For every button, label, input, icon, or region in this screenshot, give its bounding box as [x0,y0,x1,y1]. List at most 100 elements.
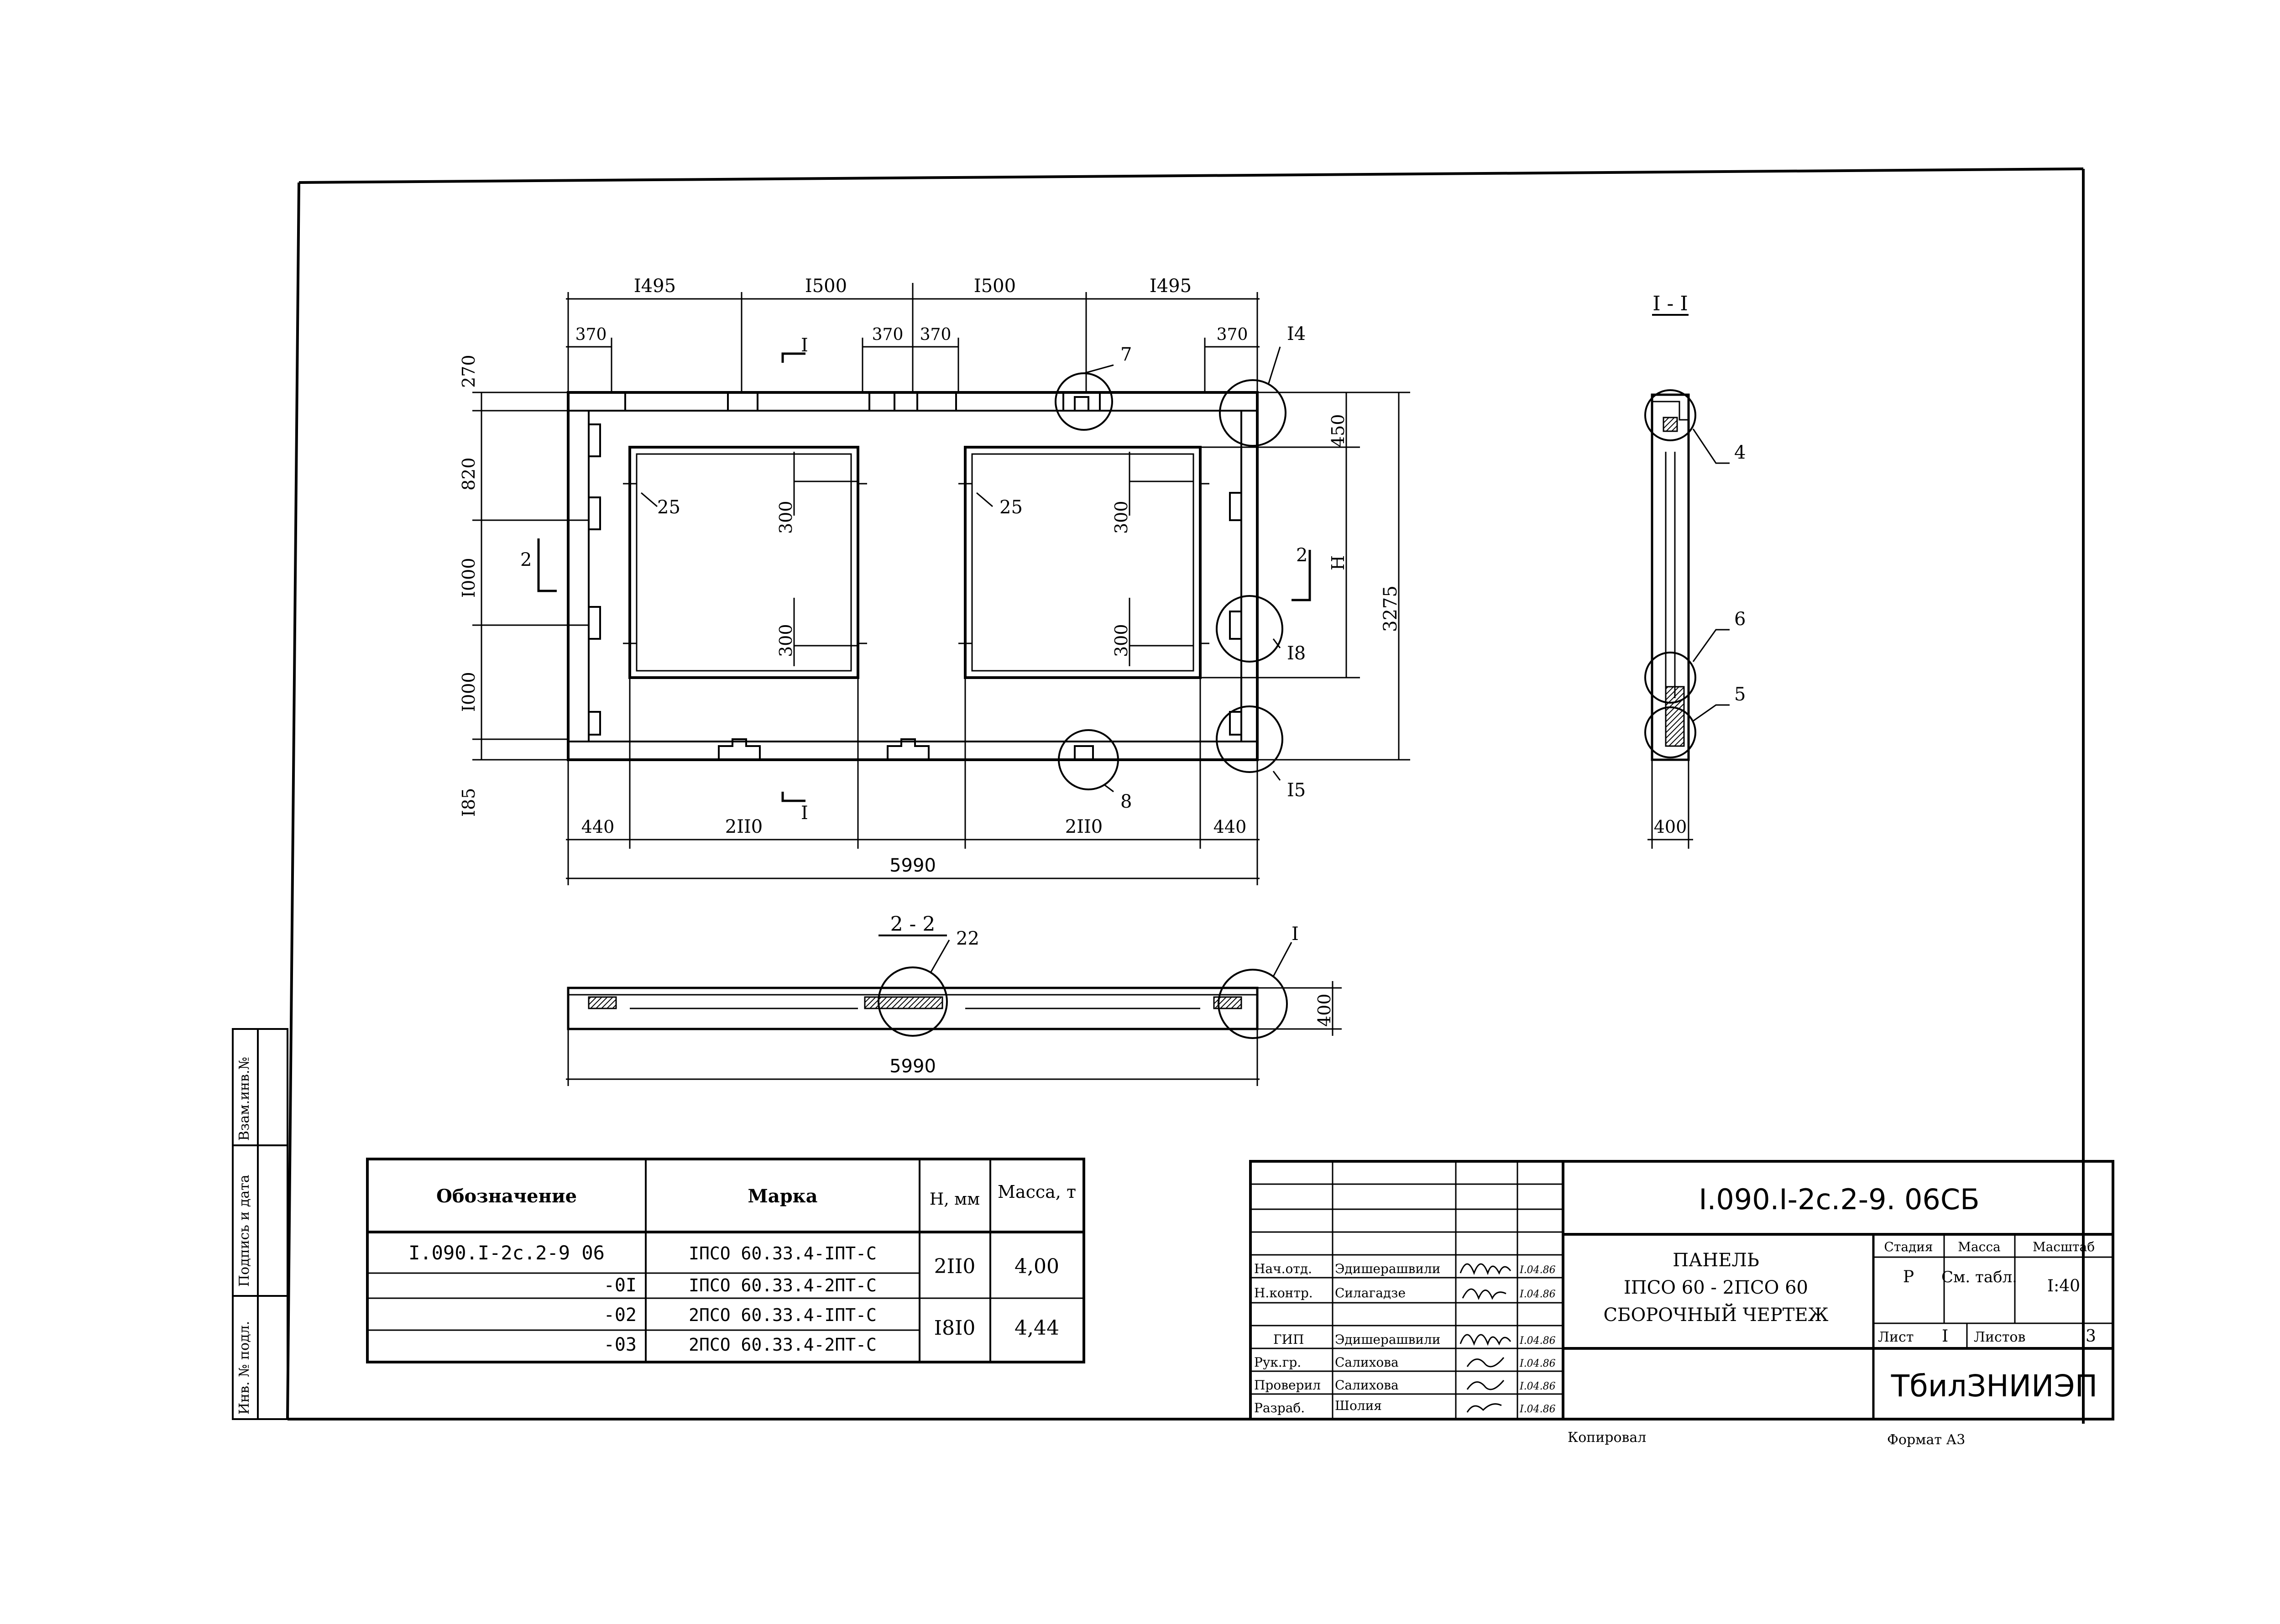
dim-left-1000b: I000 [459,672,479,712]
doc-name-line3: СБОРОЧНЫЙ ЧЕРТЕЖ [1603,1304,1828,1326]
mass-value: См. табл. [1941,1268,2017,1286]
opening-dim-300a: 300 [776,501,796,534]
window-opening-left [628,446,859,679]
spec-table [366,1158,1085,1363]
stamp-replace: Взам.инв.№ [236,1057,252,1141]
spec-row3-mark: 2ПСО 60.33.4-IПТ-С [689,1305,877,1325]
dim-left-820: 820 [459,457,479,491]
name-3: Эдишерашвили [1335,1332,1440,1347]
dim-h: H [1328,555,1348,570]
mass-header: Масса [1958,1239,2000,1254]
left-stamp [232,1028,288,1420]
opening-dim-300d: 300 [1111,624,1131,657]
window-opening-right [964,446,1202,679]
dim-bottom-440a: 440 [581,817,615,837]
name-1: Эдишерашвили [1335,1261,1440,1276]
spec-row1-mark: IПСО 60.33.4-IПТ-С [689,1243,877,1264]
sheets-value: 3 [2086,1327,2096,1346]
doc-name-line1: ПАНЕЛЬ [1673,1250,1759,1271]
panel-plan [567,372,1286,790]
title-block [1249,1160,2114,1420]
spec-row3-designation: -02 [604,1305,637,1326]
date-1: I.04.86 [1519,1264,1556,1276]
spec-header-mass: Масса, т [998,1182,1076,1202]
date-2: I.04.86 [1519,1289,1556,1300]
dim-bottom-2110a: 2II0 [725,816,763,837]
name-2: Силагадзе [1335,1285,1406,1300]
name-4: Салихова [1335,1355,1399,1370]
spec-group2-h: I8I0 [934,1316,976,1340]
callout-1: I [1292,924,1299,945]
callout-8: 8 [1120,791,1132,812]
name-5: Салихова [1335,1378,1399,1393]
stamp-signature: Подпись и дата [236,1175,252,1287]
dim-top-3: I500 [974,276,1016,297]
role-3: ГИП [1273,1332,1304,1347]
sheet-value: I [1942,1327,1948,1346]
dim-left-185: I85 [459,788,479,817]
callout-15: I5 [1287,780,1306,801]
callout-25-left: 25 [657,497,680,518]
org-name: ТбилЗНИИЭП [1891,1368,2098,1404]
sheet-label: Лист [1878,1329,1914,1345]
callout-circle-8 [1058,729,1119,790]
callout-4: 4 [1734,442,1746,463]
section-1-1-width: 400 [1654,817,1687,837]
dim-total-5990: 5990 [889,855,936,876]
role-1: Нач.отд. [1254,1261,1312,1276]
section-mark-1-bottom: I [801,803,808,824]
dim-370-4: 370 [1217,325,1248,344]
footer-copied: Копировал [1568,1430,1646,1446]
callout-22: 22 [956,928,979,949]
role-6: Разраб. [1254,1400,1305,1415]
spec-row4-mark: 2ПСО 60.33.4-2ПТ-С [689,1335,877,1355]
callout-5: 5 [1734,684,1746,705]
role-4: Рук.гр. [1254,1355,1301,1370]
role-2: Н.контр. [1254,1285,1313,1300]
section-1-1-title: I - I [1652,292,1688,315]
date-5: I.04.86 [1519,1381,1556,1392]
section-1-1 [1644,314,1730,849]
dim-bottom-440b: 440 [1213,817,1247,837]
spec-row1-designation: I.090.I-2c.2-9 06 [408,1242,605,1264]
dim-left-270: 270 [459,355,479,388]
dim-370-2: 370 [872,325,904,344]
section-mark-1-top: I [801,335,808,356]
plan-dimensions [472,283,1410,885]
stamp-inv-no: Инв. № подл. [236,1321,252,1415]
callout-18: I8 [1287,643,1306,664]
scale-header: Масштаб [2033,1239,2095,1254]
section-2-2-height: 400 [1314,993,1334,1027]
section-mark-2-left: 2 [520,549,532,570]
footer-format: Формат А3 [1887,1432,1965,1448]
signatures [1459,1263,1511,1413]
callout-14: I4 [1287,324,1306,345]
dim-370-3: 370 [920,325,952,344]
date-6: I.04.86 [1519,1404,1556,1415]
callout-circle-14 [1219,379,1286,447]
doc-name-line2: IПСО 60 - 2ПСО 60 [1624,1277,1808,1298]
name-6: Шолия [1335,1398,1382,1413]
section-2-2-width: 5990 [889,1056,936,1077]
dim-top-2: I500 [805,276,847,297]
spec-group2-mass: 4,44 [1014,1316,1059,1340]
dim-top-1: I495 [634,276,676,297]
opening-dim-300b: 300 [776,624,796,657]
dim-left-1000a: I000 [459,558,479,598]
spec-header-mark: Марка [748,1185,818,1207]
dim-3275: 3275 [1380,585,1401,632]
callout-circle-15 [1216,705,1283,773]
callout-7: 7 [1120,344,1132,365]
section-2-2-title: 2 - 2 [890,913,936,936]
spec-group1-mass: 4,00 [1014,1255,1059,1278]
stage-value: Р [1903,1268,1914,1286]
sheets-label: Листов [1974,1329,2025,1345]
spec-header-designation: Обозначение [436,1185,577,1207]
callout-circle-18 [1216,595,1283,663]
dim-bottom-2110b: 2II0 [1065,816,1103,837]
section-2-2 [566,935,1342,1086]
spec-header-h: H, мм [930,1190,980,1209]
scale-value: I:40 [2047,1277,2080,1295]
section-mark-2-right: 2 [1296,545,1307,566]
